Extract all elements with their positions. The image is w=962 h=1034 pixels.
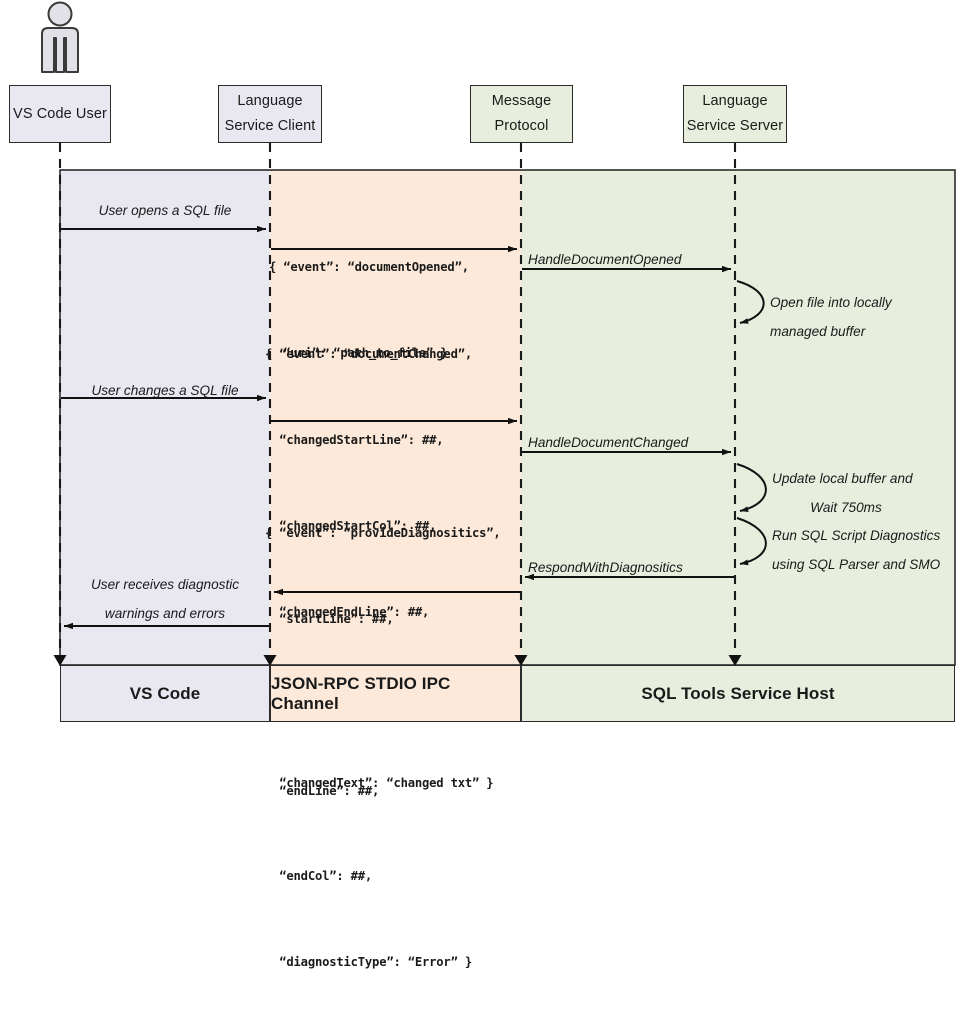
lifeline-label-line: Language [702, 93, 768, 109]
diagram-canvas [41, 1, 956, 666]
message-label-respond-with-diagnositics: RespondWithDiagnositics [528, 560, 683, 575]
message-label-line: warnings and errors [104, 606, 226, 621]
self-note-line: Run SQL Script Diagnostics [772, 528, 941, 543]
json-payload-document-opened: { “event”: “documentOpened”, “uri”: “pat… [269, 196, 469, 425]
lifeline-terminators [53, 655, 742, 666]
band-ipc [270, 170, 521, 665]
self-note-run-diagnostics: Run SQL Script Diagnostics using SQL Par… [772, 521, 962, 579]
lifeline-header-language-client[interactable]: Language Service Client [218, 85, 322, 143]
self-loop-run-diagnostics [736, 517, 767, 566]
sequence-diagram: VS Code User Language Service Client Mes… [9, 1, 962, 969]
lifeline-label-line: Message [491, 93, 552, 109]
lifeline-header-vscode-user[interactable]: VS Code User [9, 85, 111, 143]
message-label-user-receives-diagnostics: User receives diagnostic warnings and er… [58, 570, 272, 628]
message-label-user-changes-sql-file: User changes a SQL file [91, 383, 239, 398]
json-payload-line: “changedStartLine”: ##, [265, 432, 444, 447]
lifeline-label-line: VS Code User [13, 105, 107, 122]
self-note-update-buffer: Update local buffer and Wait 750ms [772, 464, 957, 522]
json-payload-provide-diagnositics: { “event”: “provideDiagnositics”, “start… [265, 462, 501, 1034]
message-label-line: User receives diagnostic [90, 577, 240, 592]
self-note-open-file: Open file into locally managed buffer [770, 288, 955, 346]
message-arrows [61, 225, 734, 630]
message-label-handle-document-changed: HandleDocumentChanged [528, 435, 689, 450]
lifeline-header-language-server[interactable]: Language Service Server [683, 85, 787, 143]
band-vscode [60, 170, 270, 665]
band-host [521, 170, 955, 665]
footer-host[interactable]: SQL Tools Service Host [521, 665, 955, 722]
self-note-line: Open file into locally [770, 295, 892, 310]
json-payload-line: “endLine”: ##, [265, 783, 380, 798]
lifeline-label-line: Service Client [224, 118, 316, 134]
json-payload-line: “uri”: “path_to_file” } [269, 345, 448, 360]
json-payload-line: “diagnosticType”: “Error” } [265, 955, 472, 970]
self-loop-update-buffer [736, 463, 767, 512]
message-label-user-opens-sql-file: User opens a SQL file [98, 203, 232, 218]
json-payload-line: “changedStartCol”: ##, [265, 518, 437, 533]
self-note-line: using SQL Parser and SMO [772, 557, 941, 572]
json-payload-line: “changedEndLine”: ##, [265, 604, 430, 619]
self-note-line: Wait 750ms [810, 500, 882, 515]
json-payload-line: “startLine”: ##, [265, 611, 394, 626]
message-label-handle-document-opened: HandleDocumentOpened [528, 252, 682, 267]
lifeline-label-line: Service Server [686, 118, 784, 134]
self-note-line: managed buffer [770, 324, 866, 339]
json-payload-line: { “event”: “documentOpened”, [269, 260, 469, 275]
json-payload-line: { “event”: “documentChanged”, [265, 347, 472, 362]
footer-ipc[interactable]: JSON-RPC STDIO IPC Channel [270, 665, 521, 722]
lifeline-label-line: Language [237, 93, 303, 109]
lifeline-label-line: Protocol [494, 118, 549, 134]
self-loop-arrows [736, 280, 767, 566]
json-payload-line: “endCol”: ##, [265, 869, 373, 884]
person-icon [41, 1, 79, 73]
footer-vscode[interactable]: VS Code [60, 665, 270, 722]
lifeline-dashes [58, 143, 737, 660]
lifeline-header-message-protocol[interactable]: Message Protocol [470, 85, 573, 143]
self-note-line: Update local buffer and [772, 471, 913, 486]
self-loop-open-file [736, 280, 765, 324]
json-payload-line: { “event”: “provideDiagnositics”, [265, 526, 501, 541]
